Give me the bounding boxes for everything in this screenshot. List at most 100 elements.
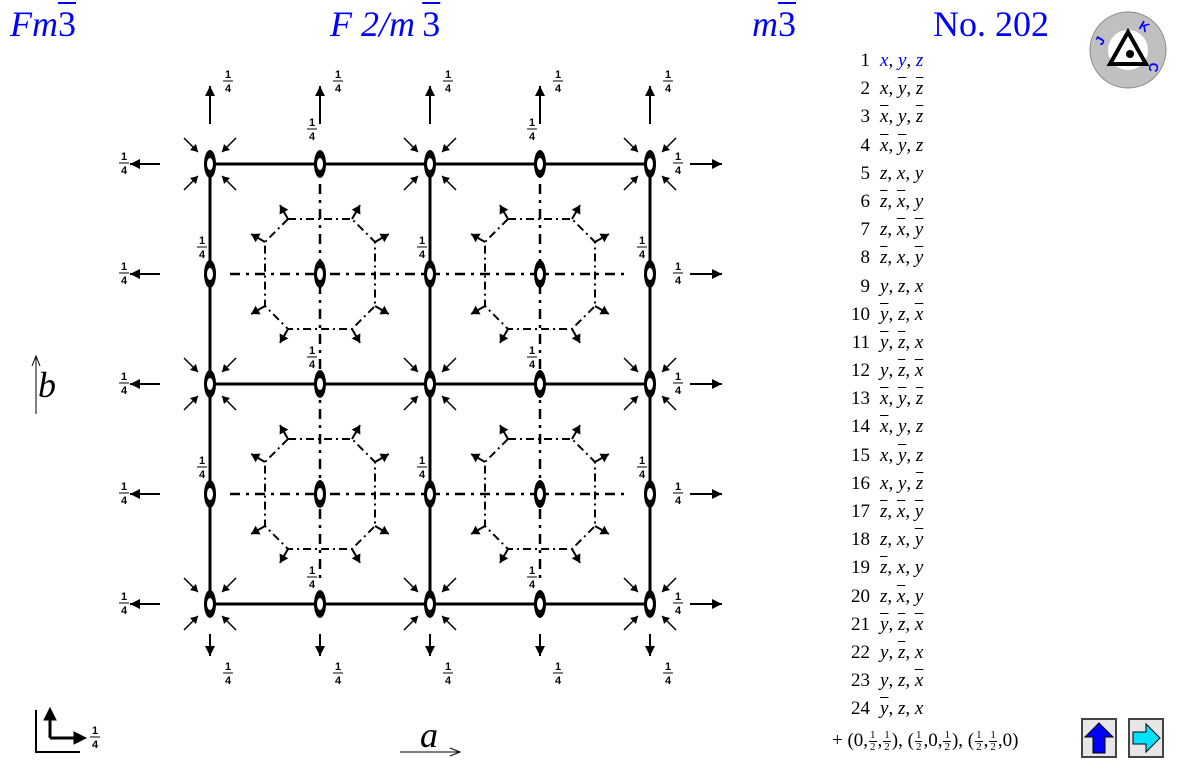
fraction-denominator: 4 [675,495,682,507]
fraction-denominator: 4 [665,675,672,687]
inversion-center-symbol [314,260,326,288]
nav-up-button[interactable] [1081,718,1117,758]
threefold-triangle-mark [190,144,198,152]
triad-wedge-mark [571,425,581,435]
screw-axis-symbol [204,260,216,288]
fraction-numerator: 1 [555,69,561,81]
quarter-height-label: 14 [443,661,453,687]
quarter-height-label: 14 [663,69,673,95]
fraction-denominator: 4 [419,469,426,481]
triad-wedge-mark [379,305,389,315]
threefold-triangle-mark [222,396,230,404]
coordinate: y [914,190,924,212]
threefold-triangle-mark [442,584,450,592]
threefold-triangle-mark [442,364,450,372]
triad-wedge-mark [379,233,389,243]
quarter-height-label: 14 [663,661,673,687]
fraction-denominator: 4 [445,675,452,687]
coordinate: y [897,50,907,71]
fraction-numerator: 1 [335,69,341,81]
quarter-height-label: 14 [197,235,207,261]
quarter-height-label: 14 [333,69,343,95]
fraction-numerator: 1 [309,117,315,129]
inversion-center-dot [537,158,543,170]
coordinate: z [915,388,924,410]
fraction-denominator: 4 [121,605,128,617]
inversion-center-dot [317,598,323,610]
axis-b-label: b [38,365,56,405]
coordinate: x [914,613,924,635]
threefold-triangle-mark [630,176,638,184]
fraction-numerator: 1 [639,235,645,247]
coordinate: x [914,275,924,297]
coordinate: x [914,698,924,720]
edge-arrows [130,86,722,656]
inversion-center-dot [207,378,213,390]
corner-right-head [73,731,88,745]
axis-b-head [31,354,41,367]
arrow-head [425,646,435,656]
coordinate: y [897,134,907,156]
triad-wedge-mark [571,553,581,563]
coordinate: z [915,472,924,494]
coordinate: x [896,529,906,551]
triad-wedge-mark [499,425,509,435]
fraction-numerator: 1 [675,261,681,273]
fraction-numerator: 1 [309,345,315,357]
triad-wedge-mark [379,525,389,535]
operation-number: 3 [860,106,871,128]
fraction-numerator: 1 [225,69,231,81]
coordinate: y [880,613,889,635]
triad-wedge-mark [251,453,261,463]
fraction-numerator: 1 [121,591,127,603]
twofold-center-symbol [183,357,237,411]
coordinate: x [880,50,889,71]
twofold-center-symbol [403,137,457,191]
threefold-triangle-mark [442,144,450,152]
coordinate: x [880,106,889,128]
fraction-numerator: 1 [639,455,645,467]
fraction-numerator: 1 [675,151,681,163]
twofold-center-symbol [183,577,237,631]
triad-wedge-mark [279,553,289,563]
quarter-height-label: 14 [673,371,683,397]
coordinate: x [914,670,924,692]
fraction-numerator: 1 [675,481,681,493]
operation-number: 21 [851,613,870,635]
threefold-triangle-mark [630,396,638,404]
threefold-triangle-mark [442,176,450,184]
screw-axis-symbol [424,480,436,508]
nav-next-button[interactable] [1128,718,1164,758]
quarter-height-label: 14 [527,565,537,591]
coordinate: y [914,557,924,579]
quarter-height-label: 14 [333,661,343,687]
triad-wedge-mark [379,453,389,463]
operation-number: 8 [860,247,871,269]
coordinate: x [880,444,889,466]
fraction-denominator: 4 [121,495,128,507]
inversion-center-dot [207,158,213,170]
coordinate: y [880,360,889,382]
fraction-denominator: 4 [335,83,342,95]
quarter-height-label: 14 [417,235,427,261]
operation-number: 2 [860,78,871,100]
coordinate: y [880,303,889,325]
threefold-triangle-mark [442,616,450,624]
fraction-denominator: 4 [121,275,128,287]
coordinate: x [896,585,906,607]
quarter-height-label: 14 [307,345,317,371]
coordinate: y [897,416,907,438]
coordinate: y [897,388,907,410]
threefold-triangle-mark [630,616,638,624]
